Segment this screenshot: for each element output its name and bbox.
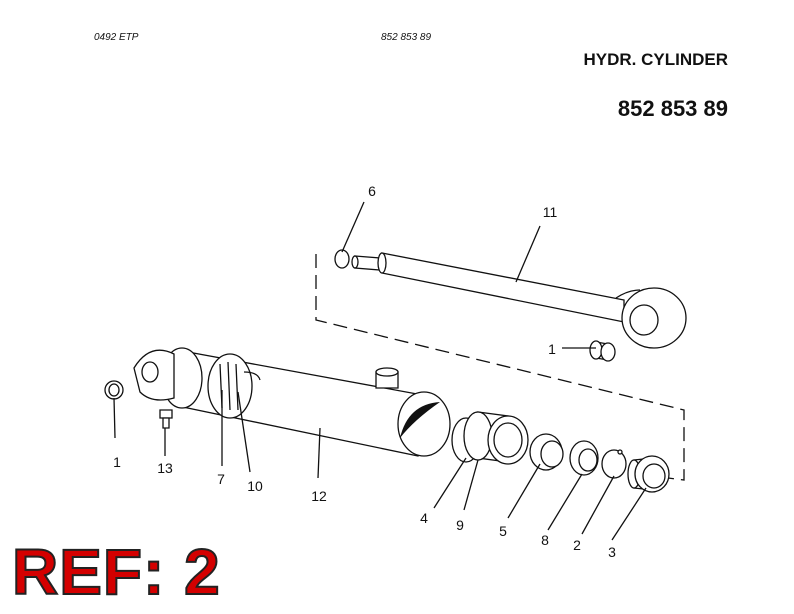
page-title: HYDR. CYLINDER [583, 50, 728, 69]
bushing-left [104, 380, 124, 400]
callout-10: 10 [247, 478, 263, 494]
bushing-rod [589, 340, 616, 362]
leader-lines [113, 201, 647, 541]
callout-5: 5 [499, 523, 507, 539]
callout-8: 8 [541, 532, 549, 548]
callout-3: 3 [608, 544, 616, 560]
callout-13: 13 [157, 460, 173, 476]
callout-6: 6 [368, 183, 376, 199]
gland-bushing [627, 455, 670, 493]
piston [463, 411, 529, 465]
callout-1-left: 1 [113, 454, 121, 470]
header-part-number: 852 853 89 [381, 32, 432, 43]
ref-label: REF: 2 [11, 536, 221, 608]
circlip [601, 449, 627, 479]
callout-1-rod: 1 [548, 341, 556, 357]
document-code: 0492 ETP [94, 32, 139, 43]
assembly-bracket [315, 254, 685, 481]
piston-rod [351, 252, 687, 349]
callout-11: 11 [543, 204, 558, 220]
o-ring [334, 249, 350, 269]
callout-2: 2 [573, 537, 581, 553]
callout-4: 4 [420, 510, 428, 526]
callout-7: 7 [217, 471, 225, 487]
wiper-seal [569, 440, 599, 476]
grease-nipple [159, 409, 173, 429]
callout-9: 9 [456, 517, 464, 533]
cylinder-barrel [133, 347, 451, 457]
guide-ring [529, 433, 564, 471]
part-number: 852 853 89 [617, 96, 728, 121]
callout-12: 12 [311, 488, 327, 504]
